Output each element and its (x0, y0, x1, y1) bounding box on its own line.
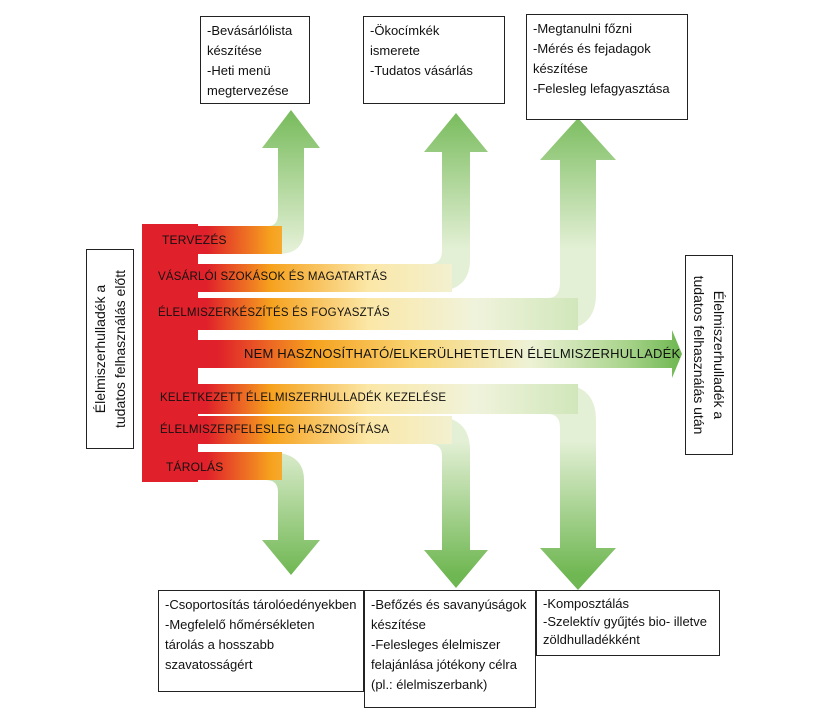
stream-nem-hasznosithato (142, 330, 682, 378)
source-block (142, 224, 198, 482)
stream-keletkezett (142, 384, 578, 414)
side-after-line2: tudatos felhasználás után (691, 275, 707, 435)
bottom-box-2-line: -Befőzés és savanyúságok (371, 597, 527, 612)
bottom-box-3-line: -Komposztálás (543, 596, 629, 611)
top-box-3-line: -Mérés és fejadagok (533, 41, 651, 56)
bottom-box-3: -Komposztálás -Szelektív gyűjtés bio- il… (536, 590, 720, 656)
top-box-2: -Ökocímkék ismerete -Tudatos vásárlás (363, 16, 505, 104)
label-felesleg: ÉLELMISZERFELESLEG HASZNOSÍTÁSA (160, 424, 390, 436)
stream-elkeszites (142, 298, 578, 330)
down-arrow-2 (360, 416, 488, 588)
top-box-3: -Megtanulni főzni -Mérés és fejadagok ké… (526, 14, 688, 120)
up-arrow-1 (230, 110, 320, 254)
label-tervezes: TERVEZÉS (162, 233, 227, 247)
bottom-box-1-line: szavatosságért (165, 657, 253, 672)
top-box-1-line: megtervezése (207, 83, 289, 98)
side-after-line1: Élelmiszerhulladék a (711, 290, 727, 420)
bottom-box-1-line: tárolás a hosszabb (165, 637, 275, 652)
bottom-box-1-line: -Megfelelő hőmérsékleten (165, 617, 315, 632)
top-box-1: -Bevásárlólista készítése -Heti menü meg… (200, 16, 310, 104)
side-before-line2: tudatos felhasználás előtt (112, 270, 128, 428)
label-tarolas: TÁROLÁS (166, 460, 224, 474)
top-box-3-line: készítése (533, 61, 588, 76)
down-arrow-1 (230, 452, 320, 575)
top-box-2-line: ismerete (370, 43, 420, 58)
label-vasarloi: VÁSÁRLÓI SZOKÁSOK ÉS MAGATARTÁS (158, 271, 388, 283)
bottom-box-2-line: felajánlása jótékony célra (371, 657, 517, 672)
label-nem-hasznosithato: NEM HASZNOSÍTHATÓ/ELKERÜLHETETLEN ÉLELMI… (244, 346, 681, 361)
top-box-2-line: -Tudatos vásárlás (370, 63, 473, 78)
bottom-box-2: -Befőzés és savanyúságok készítése -Fele… (364, 590, 536, 708)
down-arrow-3 (470, 384, 616, 590)
up-arrow-2 (360, 113, 488, 292)
label-keletkezett: KELETKEZETT ÉLELMISZERHULLADÉK KEZELÉSE (160, 392, 447, 404)
bottom-box-3-line: -Szelektív gyűjtés bio- illetve (543, 614, 708, 629)
side-box-before: Élelmiszerhulladék a tudatos felhasználá… (86, 249, 134, 449)
top-box-3-line: -Megtanulni főzni (533, 21, 632, 36)
up-arrow-3 (470, 118, 616, 330)
bottom-box-3-line: zöldhulladékként (543, 632, 640, 647)
bottom-box-2-line: készítése (371, 617, 426, 632)
top-box-3-line: -Felesleg lefagyasztása (533, 81, 670, 96)
top-box-1-line: -Bevásárlólista (207, 23, 293, 38)
side-box-after: Élelmiszerhulladék a tudatos felhasználá… (685, 255, 733, 455)
bottom-box-2-line: (pl.: élelmiszerbank) (371, 677, 488, 692)
label-elkeszites: ÉLELMISZERKÉSZÍTÉS ÉS FOGYASZTÁS (158, 307, 390, 319)
top-box-1-line: készítése (207, 43, 262, 58)
bottom-box-1-line: -Csoportosítás tárolóedényekben (165, 597, 357, 612)
side-before-line1: Élelmiszerhulladék a (92, 284, 108, 414)
bottom-box-1: -Csoportosítás tárolóedényekben -Megfele… (158, 590, 364, 692)
bottom-box-2-line: -Felesleges élelmiszer (371, 637, 501, 652)
top-box-1-line: -Heti menü (207, 63, 271, 78)
top-box-2-line: -Ökocímkék (370, 23, 440, 38)
